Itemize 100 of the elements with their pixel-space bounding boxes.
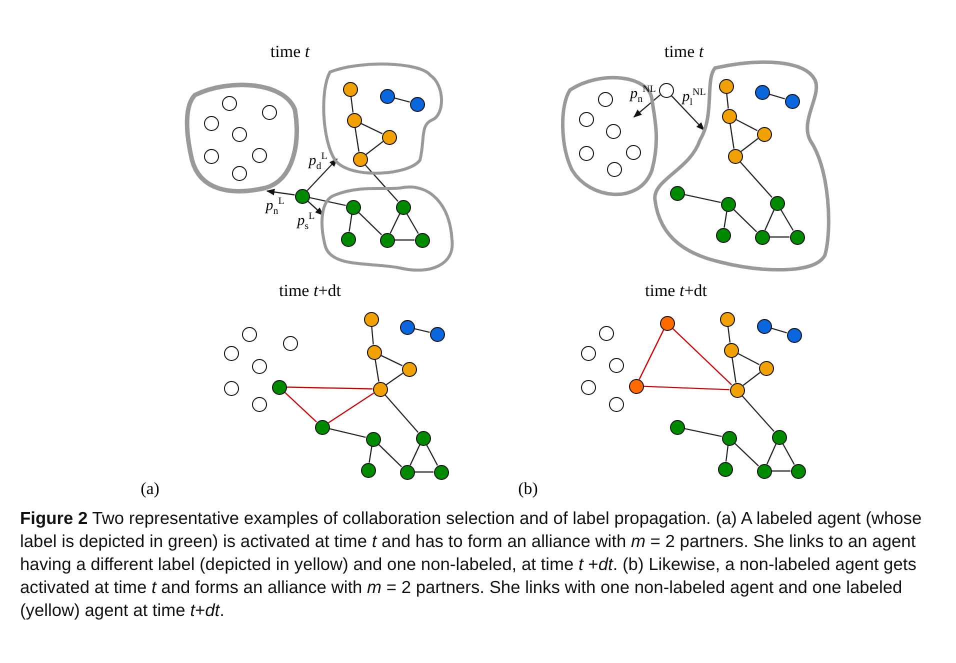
panel-label: (b) xyxy=(518,479,538,499)
link-line xyxy=(764,210,775,230)
agent-node xyxy=(606,124,620,138)
link-line xyxy=(350,96,354,113)
agent-node xyxy=(414,232,430,248)
agent-node xyxy=(754,84,770,100)
link-line xyxy=(766,444,777,464)
cluster-outline xyxy=(321,184,454,272)
agent-node xyxy=(756,464,772,478)
link-line xyxy=(770,236,790,238)
agent-node xyxy=(294,188,310,204)
agent-node xyxy=(430,326,444,342)
agent-node xyxy=(352,152,368,166)
link-line xyxy=(390,213,400,234)
link-line xyxy=(358,212,382,236)
agent-node xyxy=(346,112,362,128)
link-line xyxy=(727,326,731,343)
agent-node xyxy=(756,126,772,142)
agent-node xyxy=(660,316,674,330)
panel-label: (a) xyxy=(140,479,160,499)
link-line xyxy=(406,213,419,234)
agent-node xyxy=(728,148,742,164)
link-line xyxy=(782,443,795,465)
link-line xyxy=(734,442,759,466)
agent-node xyxy=(252,358,266,374)
agent-node xyxy=(670,186,684,200)
link-line xyxy=(735,118,758,132)
agent-node xyxy=(380,88,394,104)
agent-node xyxy=(204,116,218,130)
agent-node xyxy=(400,320,414,334)
agent-node xyxy=(718,78,734,94)
link-line xyxy=(725,445,729,462)
agent-node xyxy=(720,196,736,212)
link-line xyxy=(378,444,402,468)
link-line xyxy=(329,428,366,438)
agent-node xyxy=(658,82,674,98)
agent-node xyxy=(242,326,256,342)
link-line xyxy=(414,471,434,473)
agent-node xyxy=(786,328,802,342)
link-line xyxy=(742,372,760,386)
agent-node xyxy=(222,96,236,110)
link-line xyxy=(394,239,414,241)
agent-node xyxy=(232,166,246,180)
link-line xyxy=(742,395,774,432)
agent-node xyxy=(232,126,246,142)
agent-node xyxy=(252,396,266,412)
agent-node xyxy=(366,432,380,446)
time-label: time t+dt xyxy=(279,281,341,301)
agent-node xyxy=(382,130,396,144)
link-line xyxy=(684,428,722,437)
agent-node xyxy=(626,144,640,160)
link-line xyxy=(638,329,664,380)
link-line xyxy=(426,444,438,466)
link-line xyxy=(410,444,420,466)
arrow xyxy=(633,94,661,118)
agent-node xyxy=(598,326,614,340)
agent-node xyxy=(342,82,358,96)
agent-node xyxy=(724,342,738,358)
link-line xyxy=(740,138,758,152)
agent-node xyxy=(372,382,388,396)
time-label: time t+dt xyxy=(645,281,707,301)
arrow xyxy=(306,158,338,192)
agent-node xyxy=(204,148,218,164)
link-line xyxy=(386,372,404,386)
link-line xyxy=(740,161,772,198)
link-line xyxy=(780,209,794,231)
agent-node xyxy=(578,112,594,126)
agent-node xyxy=(580,346,596,360)
agent-node xyxy=(716,228,730,242)
agent-node xyxy=(400,464,414,480)
agent-node xyxy=(364,312,378,326)
link-line xyxy=(360,122,383,134)
agent-node xyxy=(670,420,684,434)
agent-node xyxy=(790,230,804,244)
cluster-outline xyxy=(186,80,301,195)
agent-node xyxy=(606,162,622,176)
link-line xyxy=(309,197,346,206)
link-line xyxy=(684,194,721,203)
agent-node xyxy=(262,104,276,120)
link-line xyxy=(724,211,728,228)
agent-node xyxy=(578,146,594,160)
link-line xyxy=(328,392,374,424)
agent-node xyxy=(346,200,360,214)
link-line xyxy=(354,127,360,152)
agent-node xyxy=(224,380,238,396)
agent-node xyxy=(608,358,624,372)
agent-node xyxy=(598,92,612,106)
agent-node xyxy=(720,312,734,326)
link-line xyxy=(371,326,374,345)
link-line xyxy=(364,164,398,202)
link-line xyxy=(394,97,410,103)
agent-node xyxy=(380,232,394,248)
link-line xyxy=(772,470,790,472)
agent-node xyxy=(754,230,770,244)
agent-node xyxy=(366,344,382,360)
link-line xyxy=(732,208,758,232)
link-line xyxy=(380,354,403,366)
link-line xyxy=(672,328,732,386)
agent-node xyxy=(282,336,298,350)
agent-node xyxy=(360,462,376,478)
